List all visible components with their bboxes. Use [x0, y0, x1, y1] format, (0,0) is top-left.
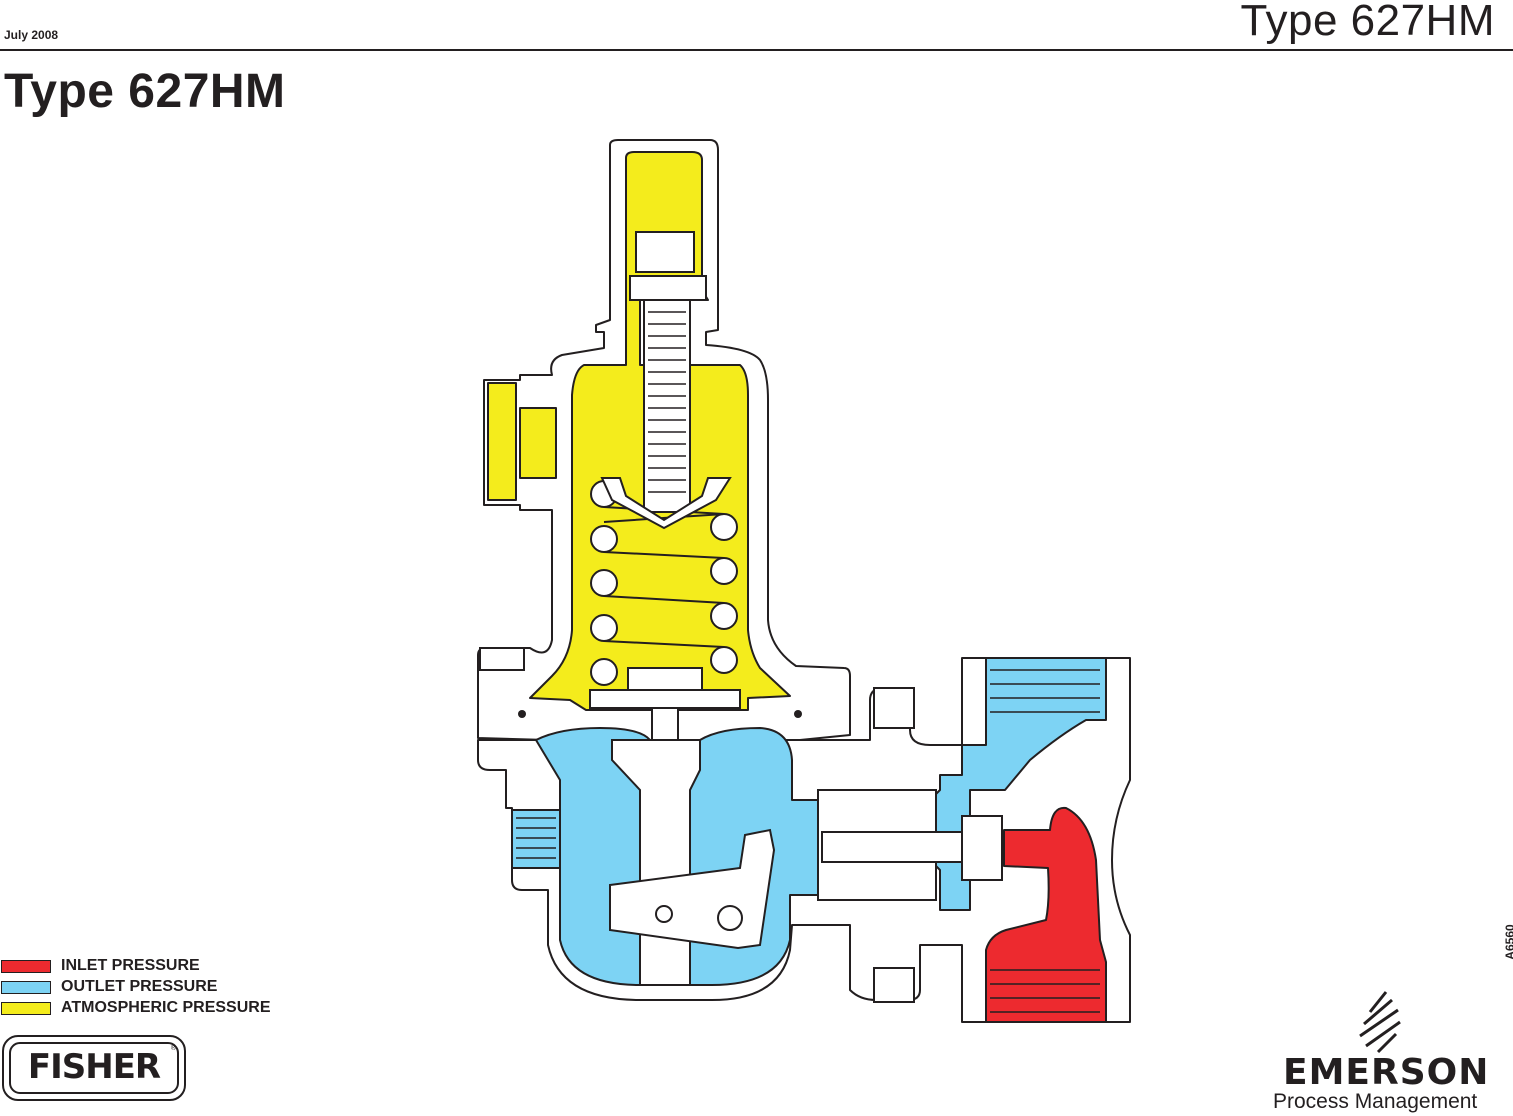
- vent-cap: [487, 382, 517, 501]
- legend-item-outlet: OUTLET PRESSURE: [0, 978, 330, 998]
- header-product-name: Type 627HM: [1240, 0, 1495, 45]
- bottom-plug: [873, 967, 915, 1003]
- outlet-swatch: [1, 981, 51, 994]
- spring-coil: [710, 602, 738, 630]
- fisher-logo-text: FISHER: [27, 1047, 161, 1087]
- top-plug: [873, 687, 915, 729]
- lever-pivot: [717, 905, 743, 931]
- legend-label: OUTLET PRESSURE: [61, 978, 218, 995]
- spring-coil: [590, 658, 618, 686]
- legend-item-atmospheric: ATMOSPHERIC PRESSURE: [0, 999, 330, 1019]
- spring-coil: [590, 614, 618, 642]
- locknut: [635, 231, 695, 273]
- spring-coil: [710, 646, 738, 674]
- spring-coil: [590, 525, 618, 553]
- left-port: [511, 809, 561, 869]
- spring-coil: [710, 513, 738, 541]
- inlet-swatch: [1, 960, 51, 973]
- fisher-logo-frame: [9, 1042, 179, 1094]
- legend-item-inlet: INLET PRESSURE: [0, 957, 330, 977]
- diaphragm-plate: [589, 689, 741, 709]
- drawing-id: A6560: [1503, 924, 1513, 960]
- stem-guide: [627, 667, 703, 691]
- lever-pin: [655, 905, 673, 923]
- header-date: July 2008: [4, 28, 59, 42]
- header-rule: [0, 49, 1513, 51]
- spring-coil: [590, 569, 618, 597]
- legend-label: ATMOSPHERIC PRESSURE: [61, 999, 271, 1016]
- fisher-logo: FISHER ®: [2, 1035, 186, 1101]
- emerson-logo-text: EMERSON: [1283, 1052, 1490, 1093]
- inlet-chamber: [985, 806, 1107, 1023]
- valve-stem: [821, 831, 973, 863]
- spring-coil: [710, 557, 738, 585]
- page-title: Type 627HM: [4, 65, 286, 118]
- adjusting-nut: [629, 275, 707, 301]
- registered-mark-icon: ®: [170, 1045, 176, 1052]
- emerson-mark-icon: [1359, 991, 1401, 1054]
- spring-seat: [600, 477, 732, 530]
- legend-label: INLET PRESSURE: [61, 957, 200, 974]
- right-outlet: [929, 657, 1107, 911]
- body-flange-left: [479, 647, 525, 671]
- valve-disk-holder: [961, 815, 1003, 881]
- emerson-subtitle: Process Management: [1273, 1090, 1478, 1113]
- atmospheric-swatch: [1, 1002, 51, 1015]
- vent-passage: [519, 407, 557, 479]
